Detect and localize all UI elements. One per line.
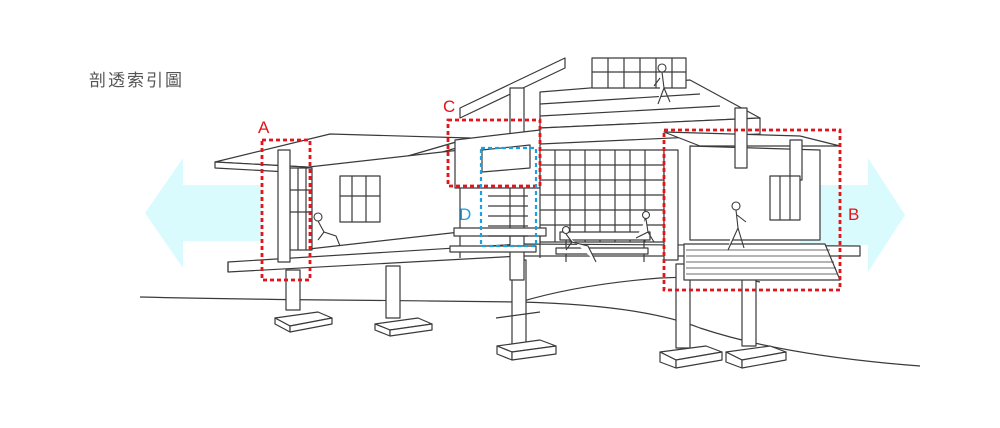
deck-hatching bbox=[686, 249, 838, 275]
flow-arrow-left bbox=[145, 158, 262, 268]
callout-box-c bbox=[446, 118, 542, 188]
stair-treads bbox=[488, 195, 528, 237]
callout-label-b: B bbox=[848, 205, 859, 224]
person-walking-deck bbox=[727, 201, 747, 251]
callout-boxes bbox=[260, 118, 842, 292]
person-rooftop bbox=[653, 63, 671, 105]
callout-box-a bbox=[260, 138, 312, 282]
flow-arrow-right bbox=[800, 158, 905, 272]
building-linework bbox=[139, 57, 921, 369]
person-sitting-center bbox=[561, 225, 597, 263]
callout-box-b bbox=[662, 128, 842, 292]
callout-label-c: C bbox=[443, 97, 455, 116]
page-title: 剖透索引圖 bbox=[89, 71, 184, 91]
people bbox=[313, 63, 747, 263]
callout-label-d: D bbox=[459, 205, 471, 224]
person-sitting-right bbox=[635, 210, 655, 243]
callout-label-a: A bbox=[258, 118, 270, 137]
person-sitting-left bbox=[313, 212, 341, 247]
